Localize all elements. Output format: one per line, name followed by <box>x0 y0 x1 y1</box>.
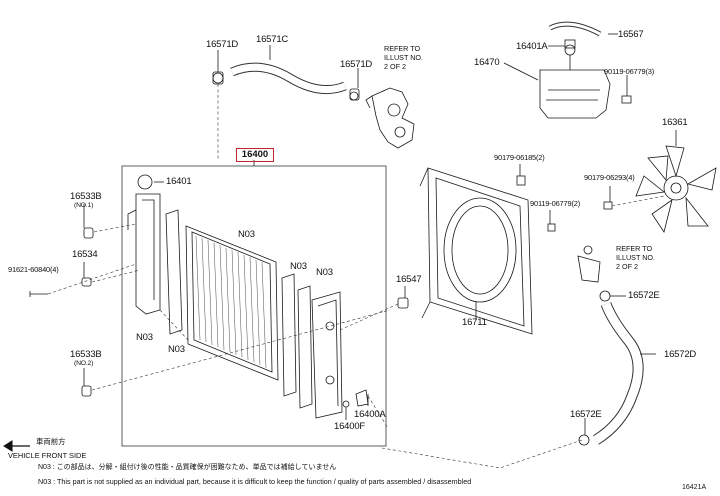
label-n03-left[interactable]: N03 <box>136 332 153 343</box>
label-16400-highlight[interactable]: 16400 <box>236 148 274 162</box>
front-label-jp: 車両前方 <box>36 437 66 446</box>
label-16567[interactable]: 16567 <box>618 29 644 40</box>
drain-cock-16400a <box>355 389 369 407</box>
label-16571d-mid[interactable]: 16571D <box>340 59 373 70</box>
label-16361[interactable]: 16361 <box>662 117 688 128</box>
label-n03-bottom[interactable]: N03 <box>168 344 185 355</box>
core-fins <box>195 235 267 369</box>
label-16400a[interactable]: 16400A <box>354 409 386 420</box>
label-16534[interactable]: 16534 <box>72 249 98 260</box>
cooling-fan-16361 <box>635 145 717 233</box>
refer-line-1: REFER TO <box>616 244 653 253</box>
bolt-91621-60840 <box>29 291 48 297</box>
refer-line-3: 2 OF 2 <box>616 262 638 271</box>
label-16533b-bot[interactable]: 16533B <box>70 349 102 360</box>
bolt-90179-06293 <box>603 201 613 210</box>
radiator-core <box>185 225 279 381</box>
gasket-right-b <box>297 285 313 409</box>
label-16401a[interactable]: 16401A <box>516 41 548 52</box>
thermostat-housing-sketch <box>365 87 415 149</box>
note-n03-jp: N03 : この部品は、分解・組付け後の性能・品質確保が困難なため、単品では補給… <box>38 464 337 471</box>
label-16571d-top[interactable]: 16571D <box>206 39 239 50</box>
refer-note-right: REFER TO ILLUST NO. 2 OF 2 <box>616 244 655 271</box>
label-16533b-no1: (NO.1) <box>74 202 94 209</box>
label-90179-06293[interactable]: 90179-06293(4) <box>584 173 635 182</box>
label-90119-06779-top[interactable]: 90119-06779(3) <box>604 67 655 76</box>
label-16572e-top[interactable]: 16572E <box>628 290 660 301</box>
fan-shroud-16711 <box>419 167 533 335</box>
note-n03-en: N03 : This part is not supplied as an in… <box>38 477 472 486</box>
o-ring-16400f <box>342 400 350 408</box>
bolt-90119-06779-mid <box>547 223 556 232</box>
label-n03-right-a[interactable]: N03 <box>290 261 307 272</box>
label-16572d[interactable]: 16572D <box>664 349 697 360</box>
radiator-cap-16401 <box>137 174 153 190</box>
label-16533b-no2: (NO.2) <box>74 360 94 367</box>
refer-note-top: REFER TO ILLUST NO. 2 OF 2 <box>384 44 423 71</box>
water-outlet-sketch <box>577 255 601 283</box>
clip-90179-06185 <box>516 175 526 186</box>
clamp-16572e-bot <box>578 434 590 446</box>
cushion-16547 <box>397 297 409 309</box>
gasket-right-a <box>281 273 297 397</box>
vehicle-front-arrow <box>3 440 30 452</box>
label-n03-core[interactable]: N03 <box>238 229 255 240</box>
cushion-16534 <box>81 277 92 287</box>
refer-line-2: ILLUST NO. <box>616 253 656 262</box>
label-90179-06185[interactable]: 90179-06185(2) <box>494 153 545 162</box>
label-16470[interactable]: 16470 <box>474 57 500 68</box>
refer-line-1: REFER TO <box>384 44 421 53</box>
clamp-16572e-top <box>599 290 611 302</box>
label-16533b-top[interactable]: 16533B <box>70 191 102 202</box>
label-91621-60840[interactable]: 91621-60840(4) <box>8 265 59 274</box>
radiator-assembly-frame <box>121 165 387 447</box>
label-16571c[interactable]: 16571C <box>256 34 289 45</box>
label-16711[interactable]: 16711 <box>462 317 487 328</box>
radiator-right-tank <box>311 291 343 419</box>
label-16400f[interactable]: 16400F <box>334 421 366 432</box>
clamp-16571d-mid <box>349 91 359 101</box>
radiator-left-tank <box>127 193 161 315</box>
label-90119-06779-mid[interactable]: 90119-06779(2) <box>530 199 581 208</box>
refer-line-3: 2 OF 2 <box>384 62 406 71</box>
front-label-en: VEHICLE FRONT SIDE <box>8 451 87 460</box>
cushion-16533b-no2 <box>81 385 92 397</box>
reservoir-tank-16470 <box>539 21 611 119</box>
label-16401[interactable]: 16401 <box>166 176 192 187</box>
figure-id: 16421A <box>682 484 707 491</box>
cushion-16533b-no1 <box>83 227 94 239</box>
label-16572e-bot[interactable]: 16572E <box>570 409 602 420</box>
gasket-left <box>165 209 183 335</box>
clamp-16571d-top <box>212 72 224 84</box>
refer-line-2: ILLUST NO. <box>384 53 424 62</box>
label-16547[interactable]: 16547 <box>396 274 422 285</box>
label-n03-right-b[interactable]: N03 <box>316 267 333 278</box>
